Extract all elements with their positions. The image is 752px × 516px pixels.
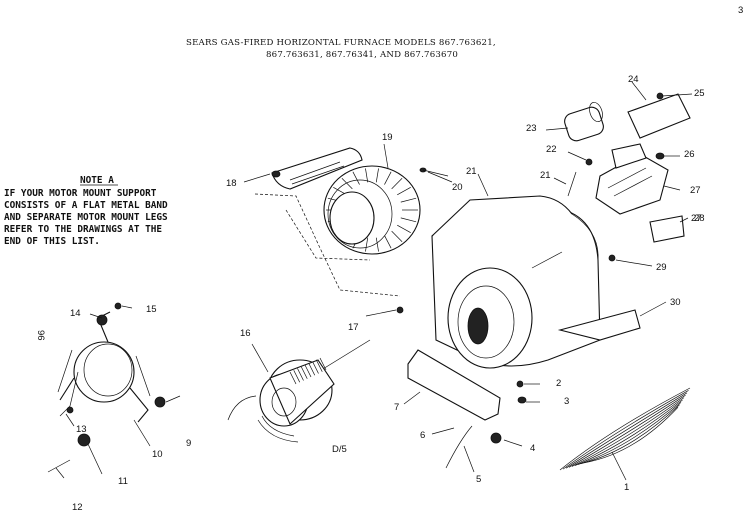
callout-16: 16 bbox=[240, 328, 251, 339]
side-mark: 96 bbox=[35, 330, 46, 341]
note-line-2: CONSISTS OF A FLAT METAL BAND bbox=[4, 200, 168, 211]
callout-27: 27 bbox=[690, 185, 701, 196]
hardware-items bbox=[47, 92, 665, 473]
diagram-title-line1: SEARS GAS-FIRED HORIZONTAL FURNACE MODEL… bbox=[186, 38, 496, 48]
capacitor-cover-part bbox=[627, 93, 691, 139]
callout-30: 30 bbox=[670, 297, 681, 308]
diagram-title-line2: 867.763631, 867.76341, AND 867.763670 bbox=[266, 50, 458, 60]
blower-motor-part bbox=[227, 339, 371, 443]
note-heading: NOTE A bbox=[80, 175, 114, 186]
callout-labels: 1 2 3 4 5 6 7 27 9 10 11 12 13 14 15 16 … bbox=[70, 74, 705, 513]
control-box-part bbox=[595, 143, 669, 215]
note-line-3: AND SEPARATE MOTOR MOUNT LEGS bbox=[4, 212, 168, 223]
note-a: NOTE A IF YOUR MOTOR MOUNT SUPPORT CONSI… bbox=[4, 175, 168, 247]
callout-2: 2 bbox=[556, 378, 561, 389]
callout-7: 7 bbox=[394, 402, 399, 413]
callout-21-wire: 21 bbox=[540, 170, 551, 181]
callout-29: 29 bbox=[656, 262, 667, 273]
callout-14: 14 bbox=[70, 308, 81, 319]
blower-housing-part bbox=[431, 195, 641, 369]
corner-mark: 3 bbox=[738, 5, 743, 16]
callout-9: 9 bbox=[186, 438, 191, 449]
callout-19: 19 bbox=[382, 132, 393, 143]
motor-mark: D/5 bbox=[332, 444, 347, 455]
callout-28: 27 bbox=[691, 213, 702, 224]
callout-25: 25 bbox=[694, 88, 705, 99]
guide-line-a bbox=[254, 193, 401, 297]
note-line-5: END OF THIS LIST. bbox=[4, 236, 100, 247]
callout-22: 22 bbox=[546, 144, 557, 155]
callout-10: 10 bbox=[152, 449, 163, 460]
note-line-4: REFER TO THE DRAWINGS AT THE bbox=[4, 224, 162, 235]
callout-18: 18 bbox=[226, 178, 237, 189]
callout-13: 13 bbox=[76, 424, 87, 435]
guide-line-b bbox=[285, 209, 371, 261]
callout-24: 24 bbox=[628, 74, 639, 85]
wire-harness-part bbox=[559, 387, 691, 471]
callout-11: 11 bbox=[118, 476, 128, 487]
callout-3: 3 bbox=[564, 396, 569, 407]
motor-mount-band-part bbox=[57, 311, 151, 423]
callout-23: 23 bbox=[526, 123, 537, 134]
blower-cover-part bbox=[271, 147, 363, 190]
callout-1: 1 bbox=[624, 482, 629, 493]
callout-5: 5 bbox=[476, 474, 481, 485]
callout-28-label: 28 bbox=[694, 213, 705, 224]
callout-17: 17 bbox=[348, 322, 359, 333]
blower-wheel-part bbox=[323, 165, 421, 255]
callout-15: 15 bbox=[146, 304, 157, 315]
callout-26: 26 bbox=[684, 149, 695, 160]
mounting-bracket-part bbox=[407, 349, 501, 421]
note-line-1: IF YOUR MOTOR MOUNT SUPPORT bbox=[4, 188, 157, 199]
capacitor-part bbox=[564, 101, 604, 142]
callout-20: 20 bbox=[452, 182, 463, 193]
callout-4: 4 bbox=[530, 443, 535, 454]
callout-21-housing: 21 bbox=[466, 166, 477, 177]
callout-6: 6 bbox=[420, 430, 425, 441]
leader-lines bbox=[55, 81, 693, 481]
terminal-block-part bbox=[649, 215, 685, 243]
callout-12: 12 bbox=[72, 502, 83, 513]
